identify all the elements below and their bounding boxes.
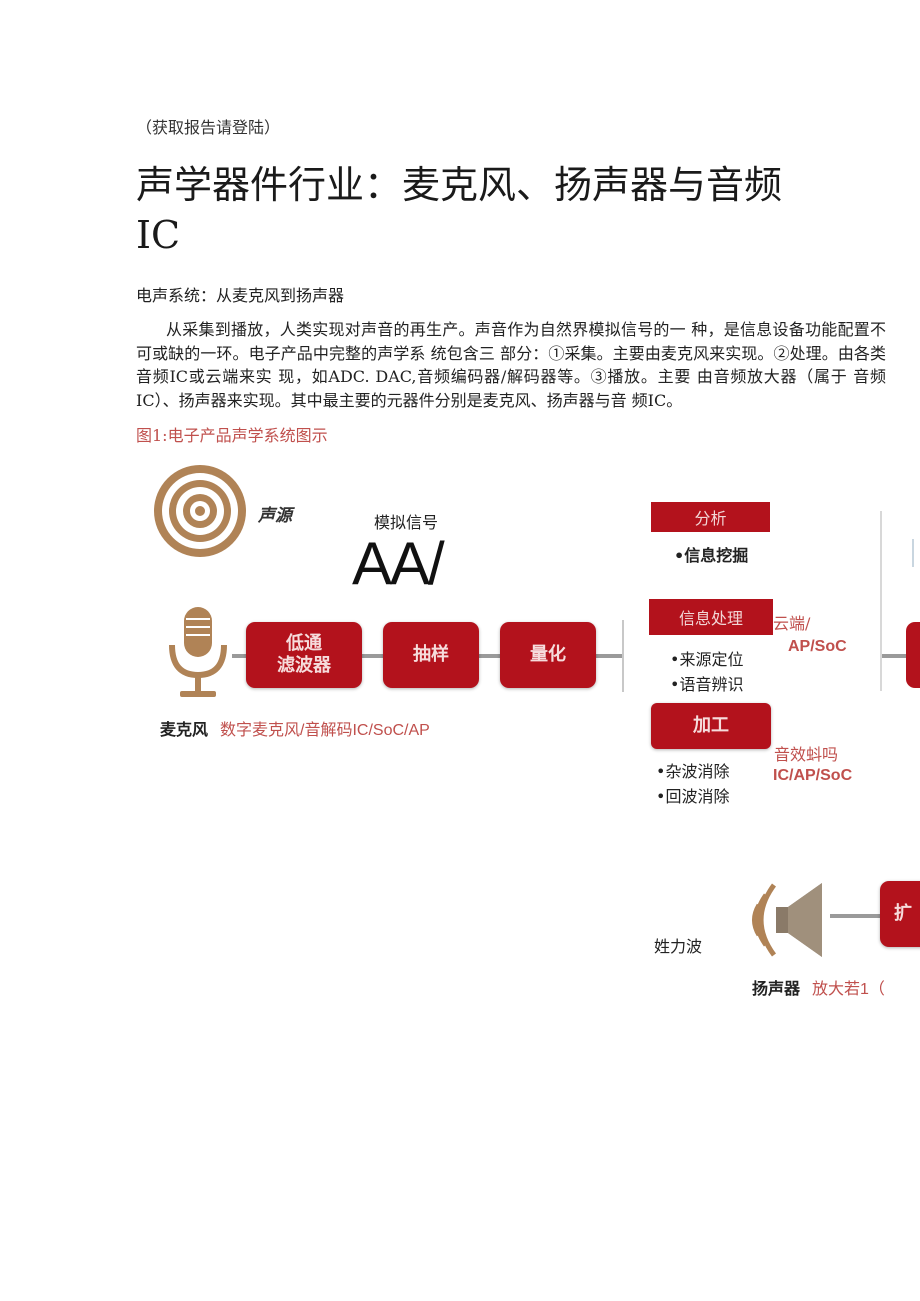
speaker-label: 扬声器 (752, 981, 801, 998)
ap-soc-label: AP/SoC (788, 638, 847, 655)
right-connector-line (882, 654, 912, 658)
info-processing-bullet: •来源定位 (670, 650, 744, 669)
microphone-icon (169, 607, 227, 697)
processing-bullet: •杂波消除 (656, 762, 730, 781)
mic-label: 麦克风 (160, 722, 209, 739)
page-title: 声学器件行业：麦克风、扬声器与音频IC (136, 163, 783, 257)
mic-components-label: 数字麦克风/音解码IC/SoC/AP (220, 722, 430, 739)
analysis-bullet: •信息挖掘 (674, 546, 749, 565)
analysis-header: 分析 (651, 502, 770, 532)
processing-box: 加工 (651, 703, 771, 749)
chain-box-lowpass-filter: 低通 滤波器 (246, 622, 362, 688)
amplifier-box-partial: 扩 (880, 881, 920, 947)
section-subheading: 电声系统：从麦克风到扬声器 (136, 286, 345, 305)
sound-source-icon (154, 465, 246, 557)
analog-signal-label: 模拟信号 (374, 513, 439, 532)
speaker-connector-line (830, 914, 880, 918)
chain-end-bar (622, 620, 624, 692)
sound-source-label: 声源 (258, 506, 292, 526)
analog-signal-glyph: AA/ (352, 530, 445, 597)
body-paragraph: 从采集到播放，人类实现对声音的再生产。声音作为自然界模拟信号的一 种，是信息设备… (136, 320, 886, 410)
figure-caption: 图1:电子产品声学系统图示 (136, 426, 328, 445)
info-processing-bullet: •语音辨识 (670, 675, 744, 694)
processing-bullet: •回波消除 (656, 787, 730, 806)
chain-box-quantization: 量化 (500, 622, 596, 688)
cloud-label: 云端/ (773, 614, 811, 633)
figure-diagram: 声源 模拟信号 AA/ 低通 滤波器 抽样 量化 麦克风 数字麦克风/音解码IC… (0, 455, 920, 1015)
right-panel-edge (880, 511, 882, 691)
chain-box-sampling: 抽样 (383, 622, 479, 688)
login-note: （获取报告请登陆） (136, 118, 281, 137)
ic-ap-soc-label: IC/AP/SoC (773, 767, 853, 784)
right-panel-mark (912, 539, 920, 567)
right-red-box-partial (906, 622, 920, 688)
wave-label: 姓力波 (654, 937, 703, 956)
speaker-icon (752, 883, 822, 957)
info-processing-header: 信息处理 (649, 599, 773, 635)
audio-chip-label: 音效蚪吗 (774, 745, 839, 764)
amplifier-components-label: 放大若1（ (812, 981, 885, 998)
